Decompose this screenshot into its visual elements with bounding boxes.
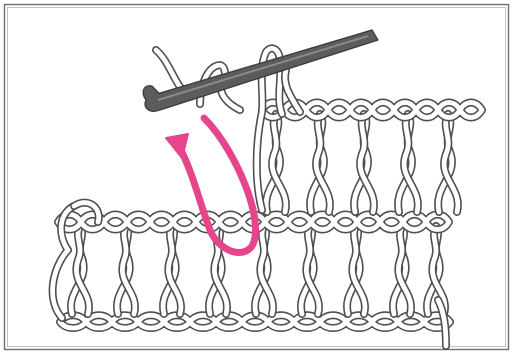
illustration-frame (0, 0, 513, 354)
crochet-diagram (0, 0, 513, 354)
